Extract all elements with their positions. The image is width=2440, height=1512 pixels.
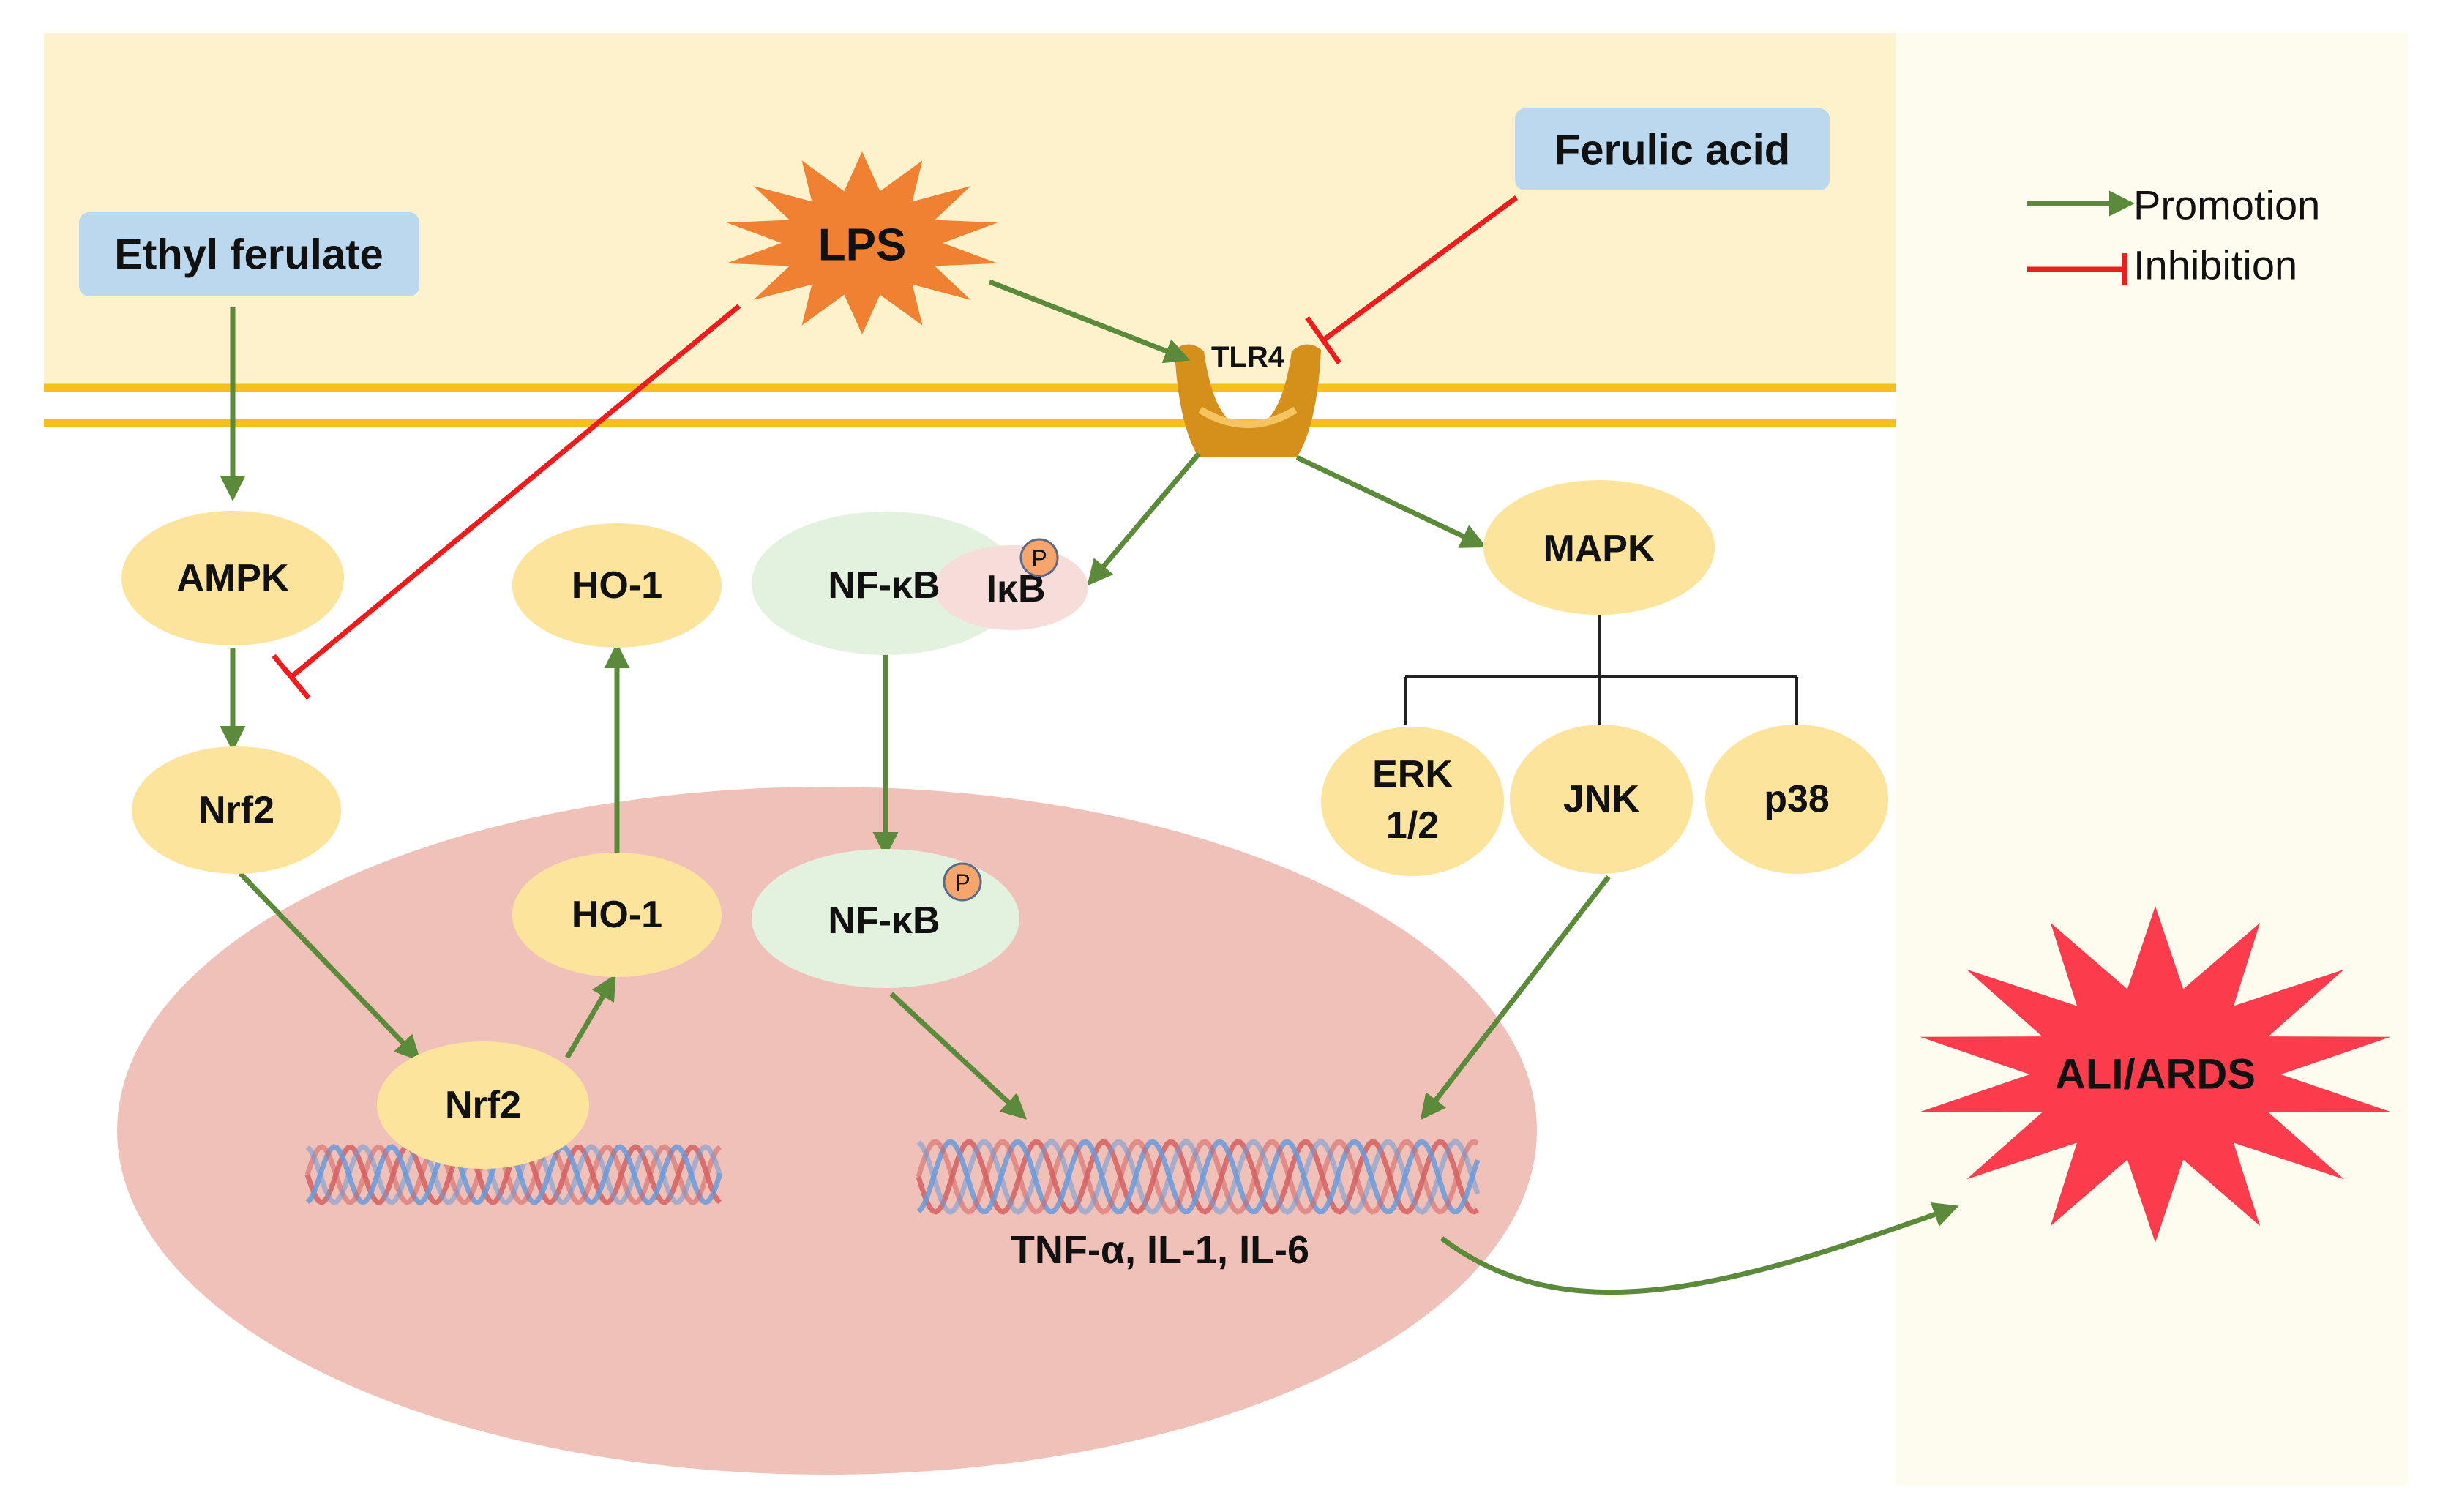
extracellular-region (44, 33, 1896, 388)
jnk-label: JNK (1563, 778, 1639, 820)
ali-burst-icon: ALI/ARDS (1920, 906, 2391, 1243)
dna-helix-icon (916, 1139, 1481, 1215)
ho1-nucleus-node: HO-1 (512, 853, 722, 977)
nrf2-nucleus-label: Nrf2 (445, 1084, 521, 1126)
arrow-lps-to-tlr4 (988, 279, 1191, 364)
ho1-cytoplasm-label: HO-1 (572, 564, 662, 607)
inhibition-bar-tlr4 (1305, 315, 1341, 365)
phospho-label-ikb: P (1031, 545, 1047, 572)
dna-strand (916, 1139, 1481, 1215)
nfkb-nucleus-node: NF-κB P (752, 849, 1019, 988)
nrf2-cytoplasm-node: Nrf2 (132, 746, 341, 874)
phospho-circle-icon: P (943, 862, 982, 902)
mapk-node: MAPK (1483, 480, 1715, 615)
nfkb-ikb-complex: NF-κB IκB P (752, 512, 1088, 655)
phospho-label-nfkb: P (954, 869, 970, 896)
arrow-tlr4-to-ikb (1087, 452, 1201, 586)
mapk-label: MAPK (1543, 528, 1655, 570)
ho1-nucleus-label: HO-1 (572, 894, 662, 936)
ho1-cytoplasm-node: HO-1 (512, 523, 722, 648)
erk-label-line1: ERK (1372, 753, 1453, 796)
nfkb-nucleus-label: NF-κB (828, 899, 940, 942)
erk-node: ERK 1/2 (1321, 727, 1504, 876)
nfkb-cytoplasm-label: NF-κB (828, 564, 940, 607)
lps-star-icon: LPS (726, 151, 998, 334)
right-panel (1896, 33, 2408, 1486)
legend-inhibition-label: Inhibition (2133, 242, 2297, 288)
dna-strand (916, 1139, 1479, 1215)
dna-strand (916, 1139, 1479, 1215)
dna-helix-icon (304, 1144, 723, 1205)
inhibition-ferulic-acid-to-tlr4 (1321, 195, 1519, 343)
arrow-cytokines-to-ali (1440, 1202, 1959, 1295)
ferulic-acid-box: Ferulic acid (1515, 108, 1830, 190)
arrow-nucleus-nrf2-to-ho1 (564, 973, 616, 1059)
nucleus (117, 787, 1537, 1475)
legend: Promotion Inhibition (2133, 182, 2320, 288)
tlr4-label: TLR4 (1211, 341, 1285, 373)
tlr4-receptor-icon: TLR4 (1175, 341, 1321, 457)
inhibition-bar-ampk-nrf2 (272, 654, 311, 700)
ampk-node: AMPK (121, 511, 344, 645)
nrf2-nucleus-node: Nrf2 (377, 1041, 589, 1169)
inhibition-lps-to-ampk-nrf2 (289, 304, 741, 679)
legend-promotion-label: Promotion (2133, 182, 2320, 228)
p38-node: p38 (1705, 725, 1888, 874)
ethyl-ferulate-box: Ethyl ferulate (79, 212, 419, 296)
phospho-circle-icon: P (1019, 538, 1059, 577)
inhibition-lines (272, 195, 2127, 700)
lps-label: LPS (818, 220, 907, 271)
nfkb-cytoplasm-node (752, 512, 1019, 655)
arrow-jnk-to-dna (1420, 875, 1611, 1120)
ampk-label: AMPK (176, 557, 289, 599)
cytokines-label: TNF-α, IL-1, IL-6 (1011, 1228, 1309, 1272)
nrf2-cytoplasm-label: Nrf2 (198, 789, 274, 831)
mapk-branch-lines (1404, 615, 1798, 725)
dna-strand (305, 1144, 723, 1205)
p38-label: p38 (1764, 778, 1830, 820)
ali-ards-label: ALI/ARDS (2055, 1051, 2256, 1099)
promotion-arrows (220, 190, 2135, 1295)
jnk-node: JNK (1510, 725, 1693, 874)
arrow-tlr4-to-mapk (1295, 454, 1487, 548)
arrow-nrf2-to-nucleus-nrf2 (238, 871, 421, 1062)
arrow-nfkb-to-dna (889, 992, 1028, 1120)
ferulic-acid-label: Ferulic acid (1554, 127, 1790, 174)
ethyl-ferulate-label: Ethyl ferulate (114, 231, 383, 279)
erk-label-line2: 1/2 (1386, 804, 1439, 847)
